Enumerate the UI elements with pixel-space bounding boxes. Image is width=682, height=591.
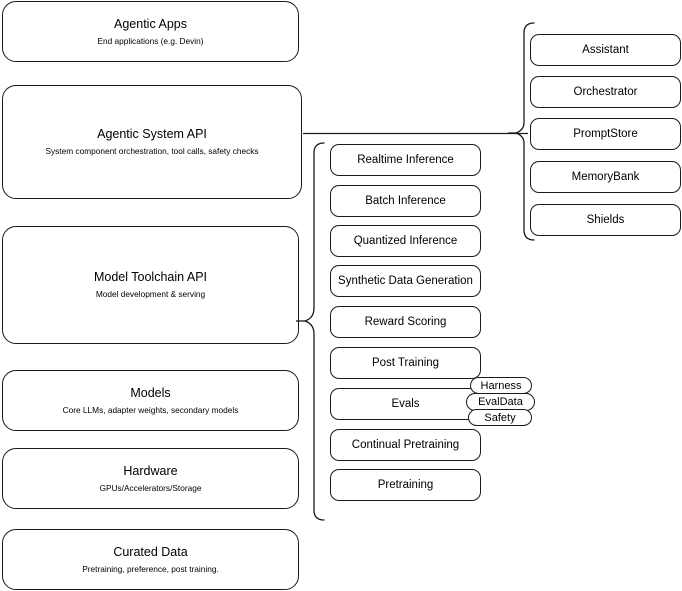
layer-title: Model Toolchain API <box>93 270 208 284</box>
evals-subitem-label: EvalData <box>478 396 523 408</box>
evals-subitem-label: Safety <box>484 411 516 424</box>
layer-subtitle: GPUs/Accelerators/Storage <box>99 482 202 493</box>
layer-subtitle: Model development & serving <box>95 289 206 299</box>
layer-subtitle: System component orchestration, tool cal… <box>45 146 259 156</box>
component-label: PromptStore <box>573 128 638 140</box>
capability-quantized-inference[interactable]: Quantized Inference <box>330 225 481 257</box>
capability-label: Quantized Inference <box>353 235 458 247</box>
component-memorybank[interactable]: MemoryBank <box>530 161 681 193</box>
capability-label: Realtime Inference <box>357 154 454 166</box>
layer-box-curated-data[interactable]: Curated Data Pretraining, preference, po… <box>2 529 299 590</box>
evals-subitem-safety[interactable]: Safety <box>468 409 532 426</box>
capability-label: Pretraining <box>377 479 434 491</box>
component-label: Assistant <box>582 44 629 56</box>
layer-box-hardware[interactable]: Hardware GPUs/Accelerators/Storage <box>2 448 299 509</box>
brace-toolchain-capabilities <box>296 142 325 521</box>
capability-label: Continual Pretraining <box>351 439 460 451</box>
component-shields[interactable]: Shields <box>530 204 681 236</box>
capability-synthetic-data-generation[interactable]: Synthetic Data Generation <box>330 265 481 297</box>
component-label: Shields <box>586 214 625 226</box>
capability-label: Evals <box>391 398 420 410</box>
brace-agentic-components <box>508 22 535 241</box>
layer-box-agentic-apps[interactable]: Agentic Apps End applications (e.g. Devi… <box>2 1 299 62</box>
component-promptstore[interactable]: PromptStore <box>530 118 681 150</box>
connector-line-agentic <box>303 132 528 135</box>
capability-label: Post Training <box>371 357 440 369</box>
layer-title: Models <box>130 385 171 400</box>
capability-continual-pretraining[interactable]: Continual Pretraining <box>330 429 481 461</box>
layer-box-model-toolchain-api[interactable]: Model Toolchain API Model development & … <box>2 226 299 344</box>
layer-subtitle: Core LLMs, adapter weights, secondary mo… <box>62 404 239 415</box>
capability-pretraining[interactable]: Pretraining <box>330 469 481 501</box>
layer-subtitle: Pretraining, preference, post training. <box>82 563 219 574</box>
layer-title: Curated Data <box>113 544 188 559</box>
capability-realtime-inference[interactable]: Realtime Inference <box>330 144 481 176</box>
capability-reward-scoring[interactable]: Reward Scoring <box>330 306 481 338</box>
evals-subitem-harness[interactable]: Harness <box>470 377 532 394</box>
component-label: Orchestrator <box>573 86 638 98</box>
layer-box-models[interactable]: Models Core LLMs, adapter weights, secon… <box>2 370 299 431</box>
layer-box-agentic-system-api[interactable]: Agentic System API System component orch… <box>2 85 302 199</box>
capability-evals[interactable]: Evals <box>330 388 481 420</box>
layer-title: Agentic Apps <box>114 16 187 31</box>
component-label: MemoryBank <box>571 171 640 183</box>
component-orchestrator[interactable]: Orchestrator <box>530 76 681 108</box>
capability-batch-inference[interactable]: Batch Inference <box>330 185 481 217</box>
evals-subitem-label: Harness <box>480 379 522 392</box>
component-assistant[interactable]: Assistant <box>530 34 681 66</box>
layer-title: Hardware <box>123 463 178 478</box>
capability-label: Synthetic Data Generation <box>338 275 473 287</box>
capability-post-training[interactable]: Post Training <box>330 347 481 379</box>
layer-title: Agentic System API <box>97 127 207 141</box>
capability-label: Reward Scoring <box>364 316 447 328</box>
capability-label: Batch Inference <box>365 195 446 207</box>
layer-subtitle: End applications (e.g. Devin) <box>97 35 204 46</box>
